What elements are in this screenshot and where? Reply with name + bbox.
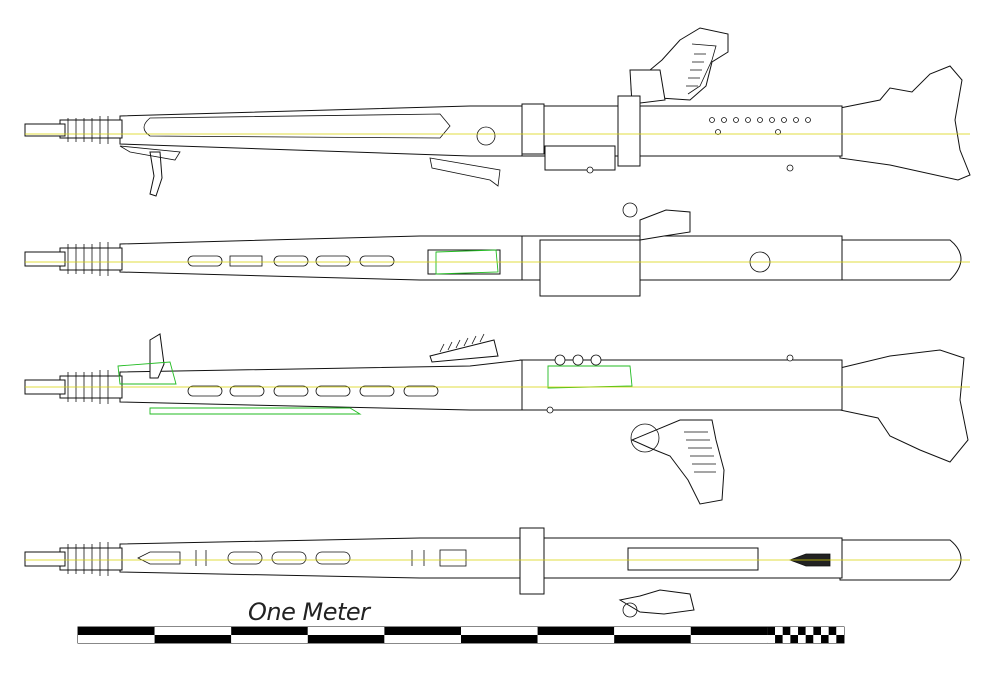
scale-segment	[307, 635, 385, 643]
right-side-view	[24, 333, 970, 505]
scale-check	[836, 635, 844, 643]
stock-right	[839, 349, 969, 463]
scale-segment	[154, 635, 232, 643]
scale-check	[782, 635, 791, 643]
scale-segments	[77, 626, 845, 644]
stock	[839, 65, 971, 181]
scale-segment	[690, 627, 768, 635]
scale-segment	[384, 635, 461, 643]
cooling-slots	[187, 255, 395, 267]
scale-check	[775, 627, 783, 635]
scale-check	[767, 627, 776, 635]
scale-segment	[78, 627, 155, 635]
bottom-view	[24, 527, 970, 618]
scale-segment	[614, 627, 691, 635]
scale-check	[813, 635, 822, 643]
stock-top	[839, 239, 962, 281]
scale-check	[775, 635, 783, 643]
scale-check	[828, 635, 837, 643]
top-view	[24, 202, 970, 297]
scale-segment	[537, 627, 615, 635]
scale-segment	[537, 635, 615, 643]
barrel-jacket	[119, 105, 523, 157]
scale-check	[782, 627, 791, 635]
scale-check	[790, 627, 799, 635]
scale-check	[813, 627, 822, 635]
scale-check	[790, 635, 799, 643]
scale-check	[821, 635, 829, 643]
scale-segment	[690, 635, 768, 643]
scale-label: One Meter	[248, 598, 372, 626]
scale-segment	[384, 627, 461, 635]
grip-right	[630, 419, 725, 505]
scale-segment	[461, 635, 538, 643]
scale-segment	[231, 627, 308, 635]
front-sight	[149, 151, 163, 197]
scale-check	[836, 627, 844, 635]
scale-check	[805, 627, 814, 635]
barrel	[59, 119, 123, 139]
scale-bar: One Meter	[77, 598, 845, 644]
left-side-view	[24, 27, 971, 197]
scale-check	[767, 635, 776, 643]
scale-check	[828, 627, 837, 635]
muzzle-rings	[67, 116, 109, 144]
jacket-top	[119, 235, 523, 281]
scale-check	[798, 627, 806, 635]
scale-segment	[154, 627, 232, 635]
scale-check	[798, 635, 806, 643]
scale-segment	[461, 627, 538, 635]
scale-segment	[78, 635, 155, 643]
scale-check	[821, 627, 829, 635]
scale-segment	[231, 635, 308, 643]
scale-segment	[614, 635, 691, 643]
scale-segment	[307, 627, 385, 635]
grip	[649, 27, 729, 101]
scale-check	[805, 635, 814, 643]
